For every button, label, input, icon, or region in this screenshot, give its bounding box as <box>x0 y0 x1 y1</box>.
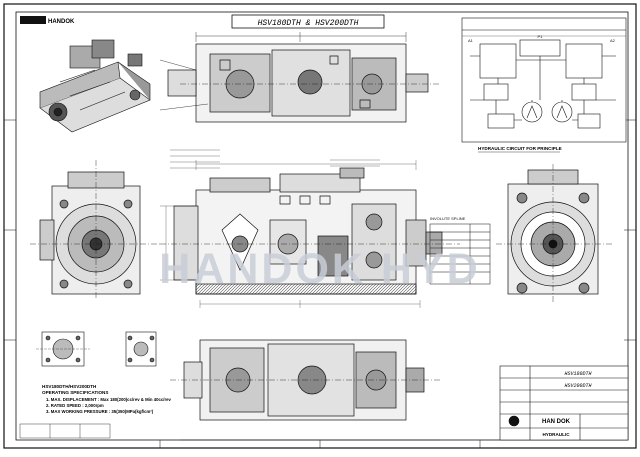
main-side-elevation <box>160 149 460 308</box>
circuit-caption: HYDRAULIC CIRCUIT FOR PRINCIPLE <box>478 146 562 151</box>
spline-caption: INVOLUTE SPLINE <box>430 216 466 221</box>
title-block-line-1: HSV180DTH <box>564 371 591 377</box>
title-banner: HSV180DTH & HSV200DTH <box>231 14 385 29</box>
port-p-label: P1 <box>538 34 544 39</box>
spec-line-1: 1. MAX. DISPLACEMENT : Max 180(200)cc/re… <box>46 397 172 402</box>
title-block <box>499 365 629 441</box>
company-logo: HANDOK <box>20 16 75 25</box>
spec-model: HSV180DTH/HSV200DTH <box>42 384 97 389</box>
spec-line-2: 2. RATED SPEED : 2,000rpm <box>46 403 104 408</box>
port-a-label: A1 <box>468 38 474 43</box>
hydraulic-circuit-schematic: A1 A2 P1 <box>461 17 627 143</box>
isometric-pump-view <box>39 39 151 133</box>
spec-line-3: 3. MAX WORKING PRESSURE : 35(350)MPa(kgf… <box>46 409 154 414</box>
right-end-view <box>496 164 612 304</box>
left-end-view <box>30 160 160 300</box>
operating-specifications: HSV180DTH/HSV200DTH OPERATING SPECIFICAT… <box>42 384 172 414</box>
spec-heading: OPERATING SPECIFICATIONS <box>42 390 108 395</box>
port-b-label: A2 <box>610 38 616 43</box>
title-block-company: HAN DOK <box>542 419 571 425</box>
title-block-line-2: HSV200DTH <box>564 383 591 389</box>
title-block-company-2: HYDRAULIC <box>542 432 570 437</box>
zone-markers <box>4 119 636 448</box>
revision-block <box>19 423 111 439</box>
bottom-elevation-view <box>170 339 440 421</box>
watermark-text: HANDOK HYD <box>159 245 480 293</box>
drawing-title: HSV180DTH & HSV200DTH <box>258 19 359 28</box>
logo-text: HANDOK <box>48 19 75 25</box>
top-plan-view <box>159 32 440 123</box>
port-flange-detail-a <box>36 331 90 367</box>
port-flange-detail-b <box>125 331 157 367</box>
spline-table: INVOLUTE SPLINE <box>429 216 491 285</box>
